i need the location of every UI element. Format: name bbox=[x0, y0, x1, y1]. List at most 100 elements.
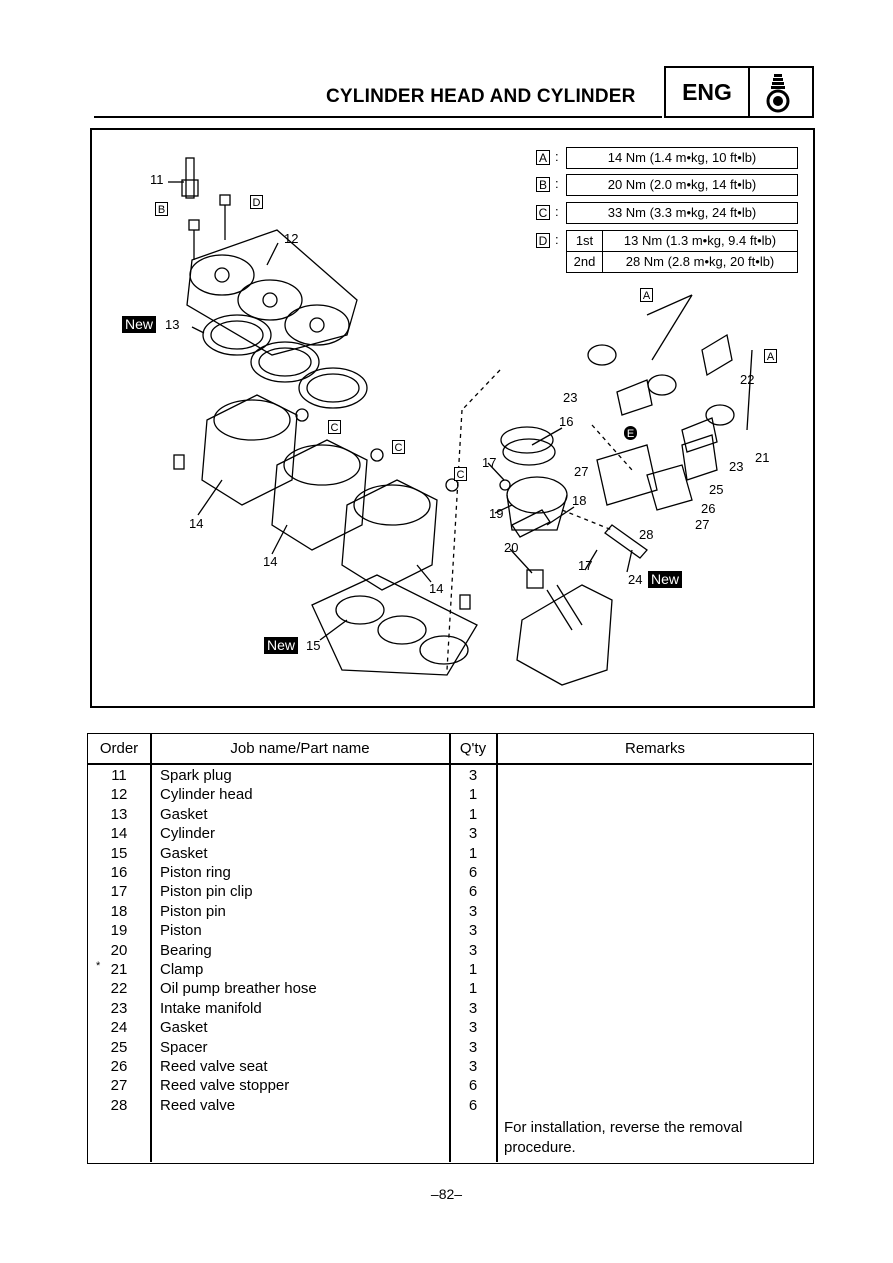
row-part-name: Reed valve seat bbox=[160, 1058, 268, 1075]
title-rule bbox=[94, 116, 662, 118]
callout-19: 19 bbox=[489, 506, 504, 521]
callout-28: 28 bbox=[639, 527, 654, 542]
row-qty: 6 bbox=[468, 1077, 478, 1095]
row-order: 18 bbox=[110, 902, 128, 920]
row-order: 25 bbox=[110, 1038, 128, 1056]
row-order: 27 bbox=[110, 1077, 128, 1095]
row-part-name: Oil pump breather hose bbox=[160, 980, 317, 998]
callout-14b: 14 bbox=[263, 554, 278, 569]
row-part-name: Gasket bbox=[160, 1019, 208, 1037]
row-part-name: Spark plug bbox=[160, 767, 232, 784]
row-qty: 1 bbox=[468, 980, 478, 998]
row-qty: 3 bbox=[468, 999, 478, 1017]
row-part-name: Piston bbox=[160, 922, 202, 940]
torque-colon: : bbox=[555, 204, 559, 219]
row-part-name: Cylinder bbox=[160, 825, 216, 843]
row-order: 22 bbox=[110, 980, 128, 998]
new-badge: New bbox=[122, 316, 157, 333]
callout-25: 25 bbox=[709, 482, 724, 497]
row-part-name: Bearing bbox=[160, 941, 212, 959]
callout-22: 22 bbox=[740, 372, 755, 387]
row-qty: 3 bbox=[468, 1058, 478, 1075]
row-qty: 6 bbox=[468, 864, 478, 881]
table-header-qty: Q'ty bbox=[459, 740, 487, 757]
callout-18: 18 bbox=[572, 493, 587, 508]
drawing-key-d: D bbox=[250, 195, 263, 209]
row-order: 20 bbox=[110, 941, 128, 959]
row-order: 13 bbox=[110, 805, 128, 823]
torque-colon: : bbox=[555, 149, 559, 164]
new-badge: New bbox=[264, 637, 299, 654]
row-qty: 3 bbox=[468, 825, 478, 843]
callout-11: 11 bbox=[150, 172, 164, 187]
table-remark: For installation, reverse the removal pr… bbox=[504, 1119, 743, 1156]
row-qty: 3 bbox=[468, 922, 478, 940]
row-qty: 6 bbox=[468, 883, 478, 901]
torque-step-value-1st: 13 Nm (1.3 m•kg, 9.4 ft•lb) bbox=[602, 230, 798, 252]
row-order: 14 bbox=[110, 825, 128, 843]
row-part-name: Piston pin bbox=[160, 902, 226, 920]
table-divider bbox=[449, 734, 451, 1162]
callout-23a: 23 bbox=[563, 390, 578, 405]
row-qty: 6 bbox=[468, 1096, 478, 1114]
callout-27a: 27 bbox=[574, 464, 589, 479]
row-order: 17 bbox=[110, 883, 128, 901]
drawing-key-a: A bbox=[640, 288, 653, 302]
callout-14c: 14 bbox=[429, 581, 444, 596]
callout-12: 12 bbox=[284, 231, 299, 246]
torque-value-a: 14 Nm (1.4 m•kg, 10 ft•lb) bbox=[566, 147, 798, 169]
page-number: –82– bbox=[430, 1186, 463, 1202]
row-part-name: Spacer bbox=[160, 1038, 208, 1056]
callout-15: 15 bbox=[306, 638, 321, 653]
torque-value-b: 20 Nm (2.0 m•kg, 14 ft•lb) bbox=[566, 174, 798, 196]
row-order: 28 bbox=[110, 1096, 128, 1114]
callout-21: 21 bbox=[755, 450, 770, 465]
section-label: ENG bbox=[682, 79, 732, 105]
row-qty: 1 bbox=[468, 786, 478, 804]
row-order: 21 bbox=[110, 961, 128, 978]
row-part-name: Cylinder head bbox=[160, 786, 253, 804]
drawing-key-c: C bbox=[454, 467, 467, 481]
new-badge: New bbox=[648, 571, 683, 588]
callout-20: 20 bbox=[504, 540, 519, 555]
engine-icon bbox=[766, 74, 790, 113]
row-order: 24 bbox=[110, 1019, 128, 1037]
torque-key-b: B bbox=[536, 177, 550, 192]
row-part-name: Gasket bbox=[160, 844, 208, 862]
exploded-view-diagram: A : 14 Nm (1.4 m•kg, 10 ft•lb) B : 20 Nm… bbox=[90, 128, 815, 708]
torque-step-2nd: 2nd bbox=[566, 251, 603, 273]
row-qty: 1 bbox=[468, 844, 478, 862]
callout-17a: 17 bbox=[482, 455, 497, 470]
parts-table: Order Job name/Part name Q'ty Remarks 1 1… bbox=[87, 733, 814, 1164]
row-order: 23 bbox=[110, 999, 128, 1017]
torque-key-a: A bbox=[536, 150, 550, 165]
table-header-order: Order bbox=[99, 740, 139, 757]
table-header-remarks: Remarks bbox=[624, 740, 685, 757]
row-mark: * bbox=[96, 960, 101, 972]
drawing-key-e: E bbox=[624, 426, 637, 440]
callout-27b: 27 bbox=[695, 517, 710, 532]
drawing-key-c: C bbox=[328, 420, 341, 434]
row-qty: 3 bbox=[468, 941, 478, 959]
row-order: 15 bbox=[110, 844, 128, 862]
row-part-name: Clamp bbox=[160, 961, 204, 978]
callout-23b: 23 bbox=[729, 459, 744, 474]
torque-key-d: D bbox=[536, 233, 550, 248]
callout-16: 16 bbox=[559, 414, 574, 429]
row-order: 19 bbox=[110, 922, 128, 940]
drawing-key-b: B bbox=[155, 202, 168, 216]
table-header-name: Job name/Part name bbox=[230, 740, 370, 757]
row-qty: 3 bbox=[468, 902, 478, 920]
table-divider bbox=[150, 734, 152, 1162]
row-order: 26 bbox=[110, 1058, 128, 1075]
torque-key-c: C bbox=[536, 205, 550, 220]
table-divider bbox=[496, 734, 498, 1162]
torque-step-value-2nd: 28 Nm (2.8 m•kg, 20 ft•lb) bbox=[602, 251, 798, 273]
torque-colon: : bbox=[555, 232, 559, 247]
row-part-name: Reed valve bbox=[160, 1096, 236, 1114]
row-qty: 3 bbox=[468, 1038, 478, 1056]
torque-value-c: 33 Nm (3.3 m•kg, 24 ft•lb) bbox=[566, 202, 798, 224]
callout-26: 26 bbox=[701, 501, 716, 516]
callout-24: 24 bbox=[628, 572, 643, 587]
row-part-name: Piston pin clip bbox=[160, 883, 253, 901]
